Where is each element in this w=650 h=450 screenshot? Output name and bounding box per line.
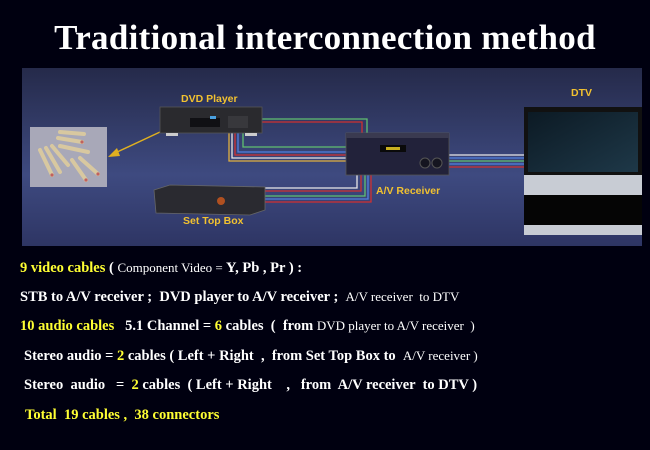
av-receiver-image [345,132,450,176]
text: cables ( Left + Right , from A/V receive… [138,377,478,393]
dtv-image [524,107,642,235]
text: DVD player to A/V receiver ) [316,318,475,333]
text: A/V receiver to DTV [345,289,460,304]
text: Y, Pb , Pr ) : [226,260,303,276]
text: cables ( from [222,318,317,334]
set-top-box-image [153,184,266,216]
stereo-dtv-line: Stereo audio = 2 cables ( Left + Right ,… [24,377,477,394]
number: 6 [214,318,223,334]
dtv-label: DTV [571,87,592,99]
cables-stb-receiver [265,175,372,203]
cables-dvd-receiver [228,118,368,162]
arrow-icon [108,131,161,157]
dvd-player-image [159,106,263,136]
text: A/V receiver ) [402,348,478,363]
number: 2 [131,377,139,393]
text: STB to A/V receiver ; DVD player to A/V … [20,289,346,305]
video-cables-line: 9 video cables ( Component Video = Y, Pb… [20,260,302,277]
text: 5.1 Channel = [114,318,215,334]
text: cables ( Left + Right , from Set Top Box… [124,348,403,364]
video-routes-line: STB to A/V receiver ; DVD player to A/V … [20,289,459,306]
set-top-box-label: Set Top Box [183,215,244,227]
stereo-stb-line: Stereo audio = 2 cables ( Left + Right ,… [24,348,478,365]
number: 2 [116,348,125,364]
dvd-player-label: DVD Player [181,93,238,105]
slide-title: Traditional interconnection method [54,18,596,57]
video-cables-count: 9 video cables [20,260,106,276]
text: Stereo audio = [24,348,117,364]
text: Stereo audio = [24,377,132,393]
text: ( [105,260,118,276]
rca-connectors-image [30,127,107,187]
av-receiver-label: A/V Receiver [376,185,440,197]
audio-cables-line: 10 audio cables 5.1 Channel = 6 cables (… [20,318,475,335]
text: Component Video = [117,260,226,275]
audio-cables-count: 10 audio cables [20,318,115,334]
cables-receiver-dtv [449,154,524,168]
total-line: Total 19 cables , 38 connectors [25,407,220,423]
